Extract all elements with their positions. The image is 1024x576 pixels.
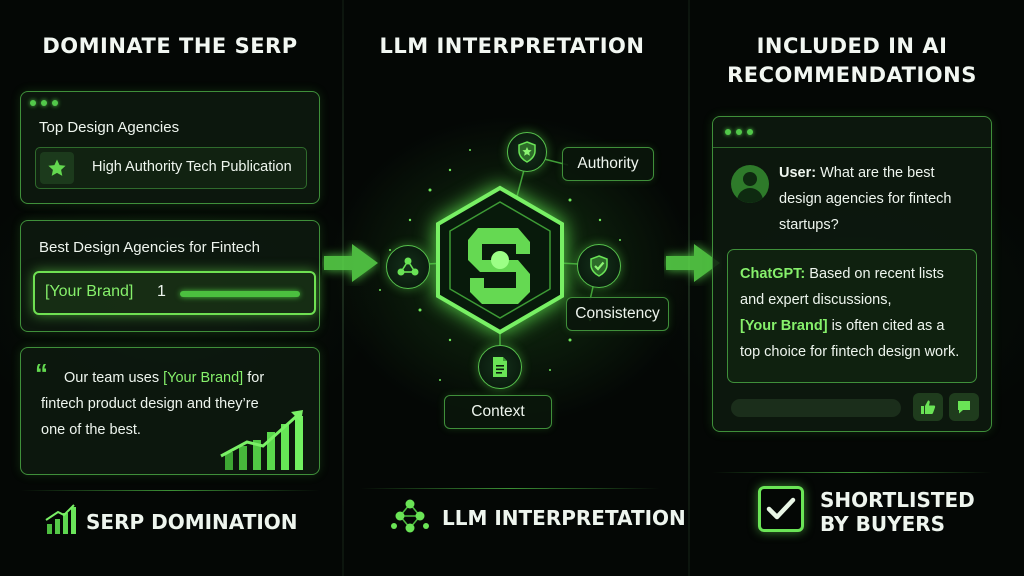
quote-line-2: fintech product design and they’re [41,396,259,412]
ai-footer-line-1: SHORTLISTED [820,488,975,512]
publication-row: High Authority Tech Publication [35,147,307,189]
bot-msg-line-2: and expert discussions, [740,292,892,308]
chart-growth-icon [45,504,76,534]
chart-growth-icon [220,410,303,470]
arrow-right-icon [324,244,378,282]
label-authority: Authority [562,147,654,181]
llm-footer-label: LLM INTERPRETATION [442,506,686,530]
quote-mark-icon: “ [35,358,48,388]
label-consistency: Consistency [566,297,669,331]
bot-speaker: ChatGPT: [740,266,806,282]
serp-column-title: DOMINATE THE SERP [42,34,298,58]
shield-star-icon [507,132,547,172]
card-title: Top Design Agencies [39,119,180,136]
serp-card-top-agencies: Top Design Agencies High Authority Tech … [20,91,320,204]
bot-line-1: Based on recent lists [809,266,944,282]
footer-divider [712,472,992,473]
window-titlebar-divider [713,147,991,148]
quote-pre: Our team uses [64,370,160,386]
star-icon [40,152,74,184]
user-speaker: User: [779,165,817,181]
quote-brand: [Your Brand] [163,370,244,386]
serp-card-testimonial: “ Our team uses [Your Brand] for fintech… [20,347,320,475]
window-dots [30,100,58,106]
arrow-right-icon [666,244,720,282]
bot-msg-line-3: [Your Brand] is often cited as a [740,318,944,334]
quote-line-3: one of the best. [41,422,141,438]
ai-footer-line-2: BY BUYERS [820,512,946,536]
bot-msg-line-1: ChatGPT: Based on recent lists [740,266,944,282]
ai-column-title: INCLUDED IN AI RECOMMENDATIONS [708,32,996,90]
ai-footer-label: SHORTLISTED BY BUYERS [820,488,975,536]
ranking-row: [Your Brand] 1 [33,271,316,315]
label-context: Context [444,395,552,429]
column-divider-left [342,0,344,576]
shield-check-icon [577,244,621,288]
llm-column-title: LLM INTERPRETATION [379,34,645,58]
serp-footer-label: SERP DOMINATION [86,510,298,534]
user-line-1: What are the best [820,165,935,181]
chat-bubble-icon[interactable] [949,393,979,421]
bot-msg-line-4: top choice for fintech design work. [740,344,960,360]
molecule-icon [391,499,429,533]
bot-brand: [Your Brand] [740,318,828,334]
quote-line-1: Our team uses [Your Brand] for [64,370,264,386]
network-icon [386,245,430,289]
thumbs-up-icon[interactable] [913,393,943,421]
chat-input-bar[interactable] [731,399,901,417]
quote-post: for [247,370,265,386]
user-msg-line-2: design agencies for fintech [779,191,952,207]
ai-chat-window: User: What are the best design agencies … [712,116,992,432]
llm-hexagon-logo-icon [436,185,564,335]
footer-divider [360,488,660,489]
bot-line-3: is often cited as a [831,318,945,334]
window-dots [725,129,753,135]
card-title: Best Design Agencies for Fintech [39,239,260,256]
checkbox-check-icon [758,486,804,532]
chatgpt-response-card: ChatGPT: Based on recent lists and exper… [727,249,977,383]
ai-title-line-1: INCLUDED IN AI [756,34,948,58]
footer-divider [20,490,320,491]
document-icon [478,345,522,389]
user-msg-line-3: startups? [779,217,839,233]
publication-label: High Authority Tech Publication [92,159,292,175]
rank-number: 1 [157,283,166,300]
ai-title-line-2: RECOMMENDATIONS [727,63,977,87]
user-msg-line-1: User: What are the best [779,165,935,181]
column-divider-right [688,0,690,576]
serp-card-fintech: Best Design Agencies for Fintech [Your B… [20,220,320,332]
rank-bar [180,291,300,297]
user-avatar-icon [731,165,769,203]
brand-label: [Your Brand] [45,283,134,300]
